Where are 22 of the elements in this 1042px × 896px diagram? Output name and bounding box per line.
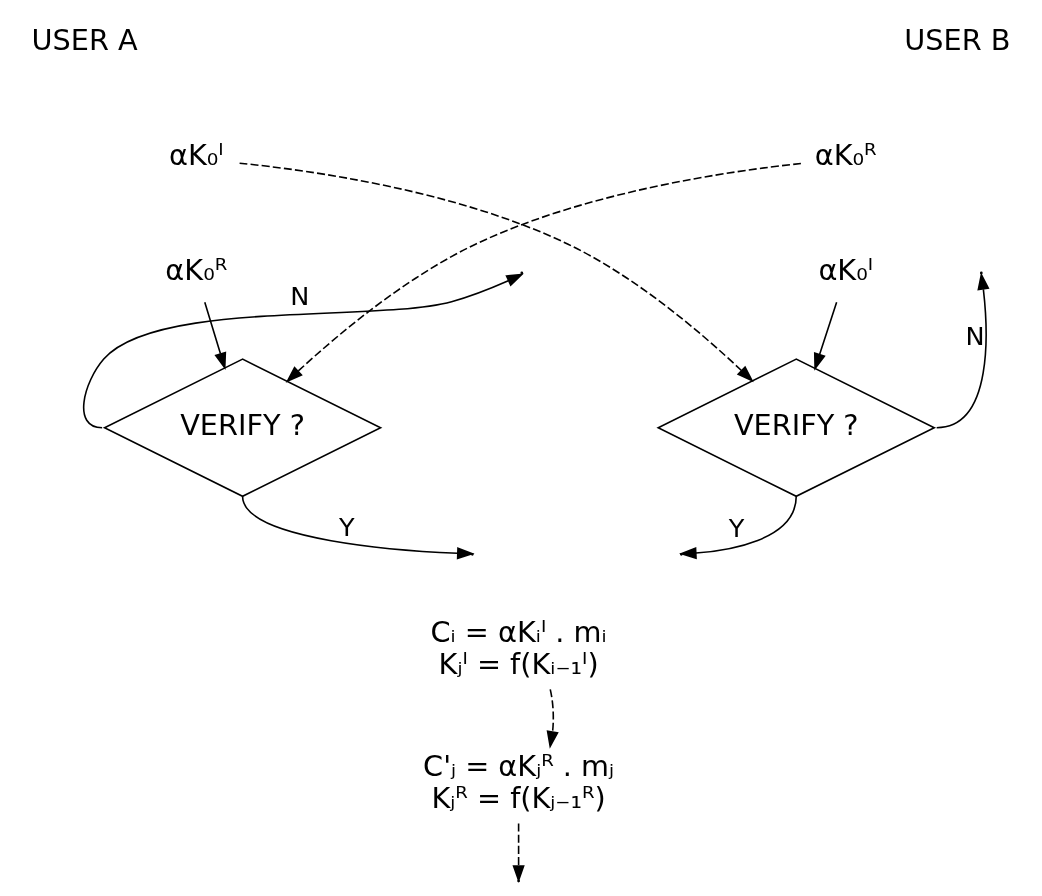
arrow [512,822,525,883]
node-text: Cᵢ = αKᵢᴵ . mᵢ Kⱼᴵ = f(Kᵢ₋₁ᴵ) [430,614,607,681]
node-text: αK₀ᴿ [165,252,228,287]
node-diamond: VERIFY ? [102,358,383,498]
arrow [813,301,838,371]
edge-label: Y [728,512,745,543]
edge-label: N [290,281,310,312]
edge-label: Y [339,512,355,543]
edge-label: N [965,320,985,351]
node-text: C'ⱼ = αKⱼᴿ . mⱼ Kⱼᴿ = f(Kⱼ₋₁ᴿ) [423,748,615,815]
arrow [238,162,754,383]
arrow [285,162,802,383]
node-text: αK₀ᴿ [814,138,877,173]
arrow [204,301,227,371]
node-text: αK₀ᴵ [168,138,224,173]
label: USER A [31,23,138,58]
arrow [82,273,524,429]
label: USER B [904,23,1011,58]
node-text: αK₀ᴵ [818,252,874,287]
arrow [546,688,559,749]
arrow [935,272,990,429]
node-diamond: VERIFY ? [656,358,937,498]
